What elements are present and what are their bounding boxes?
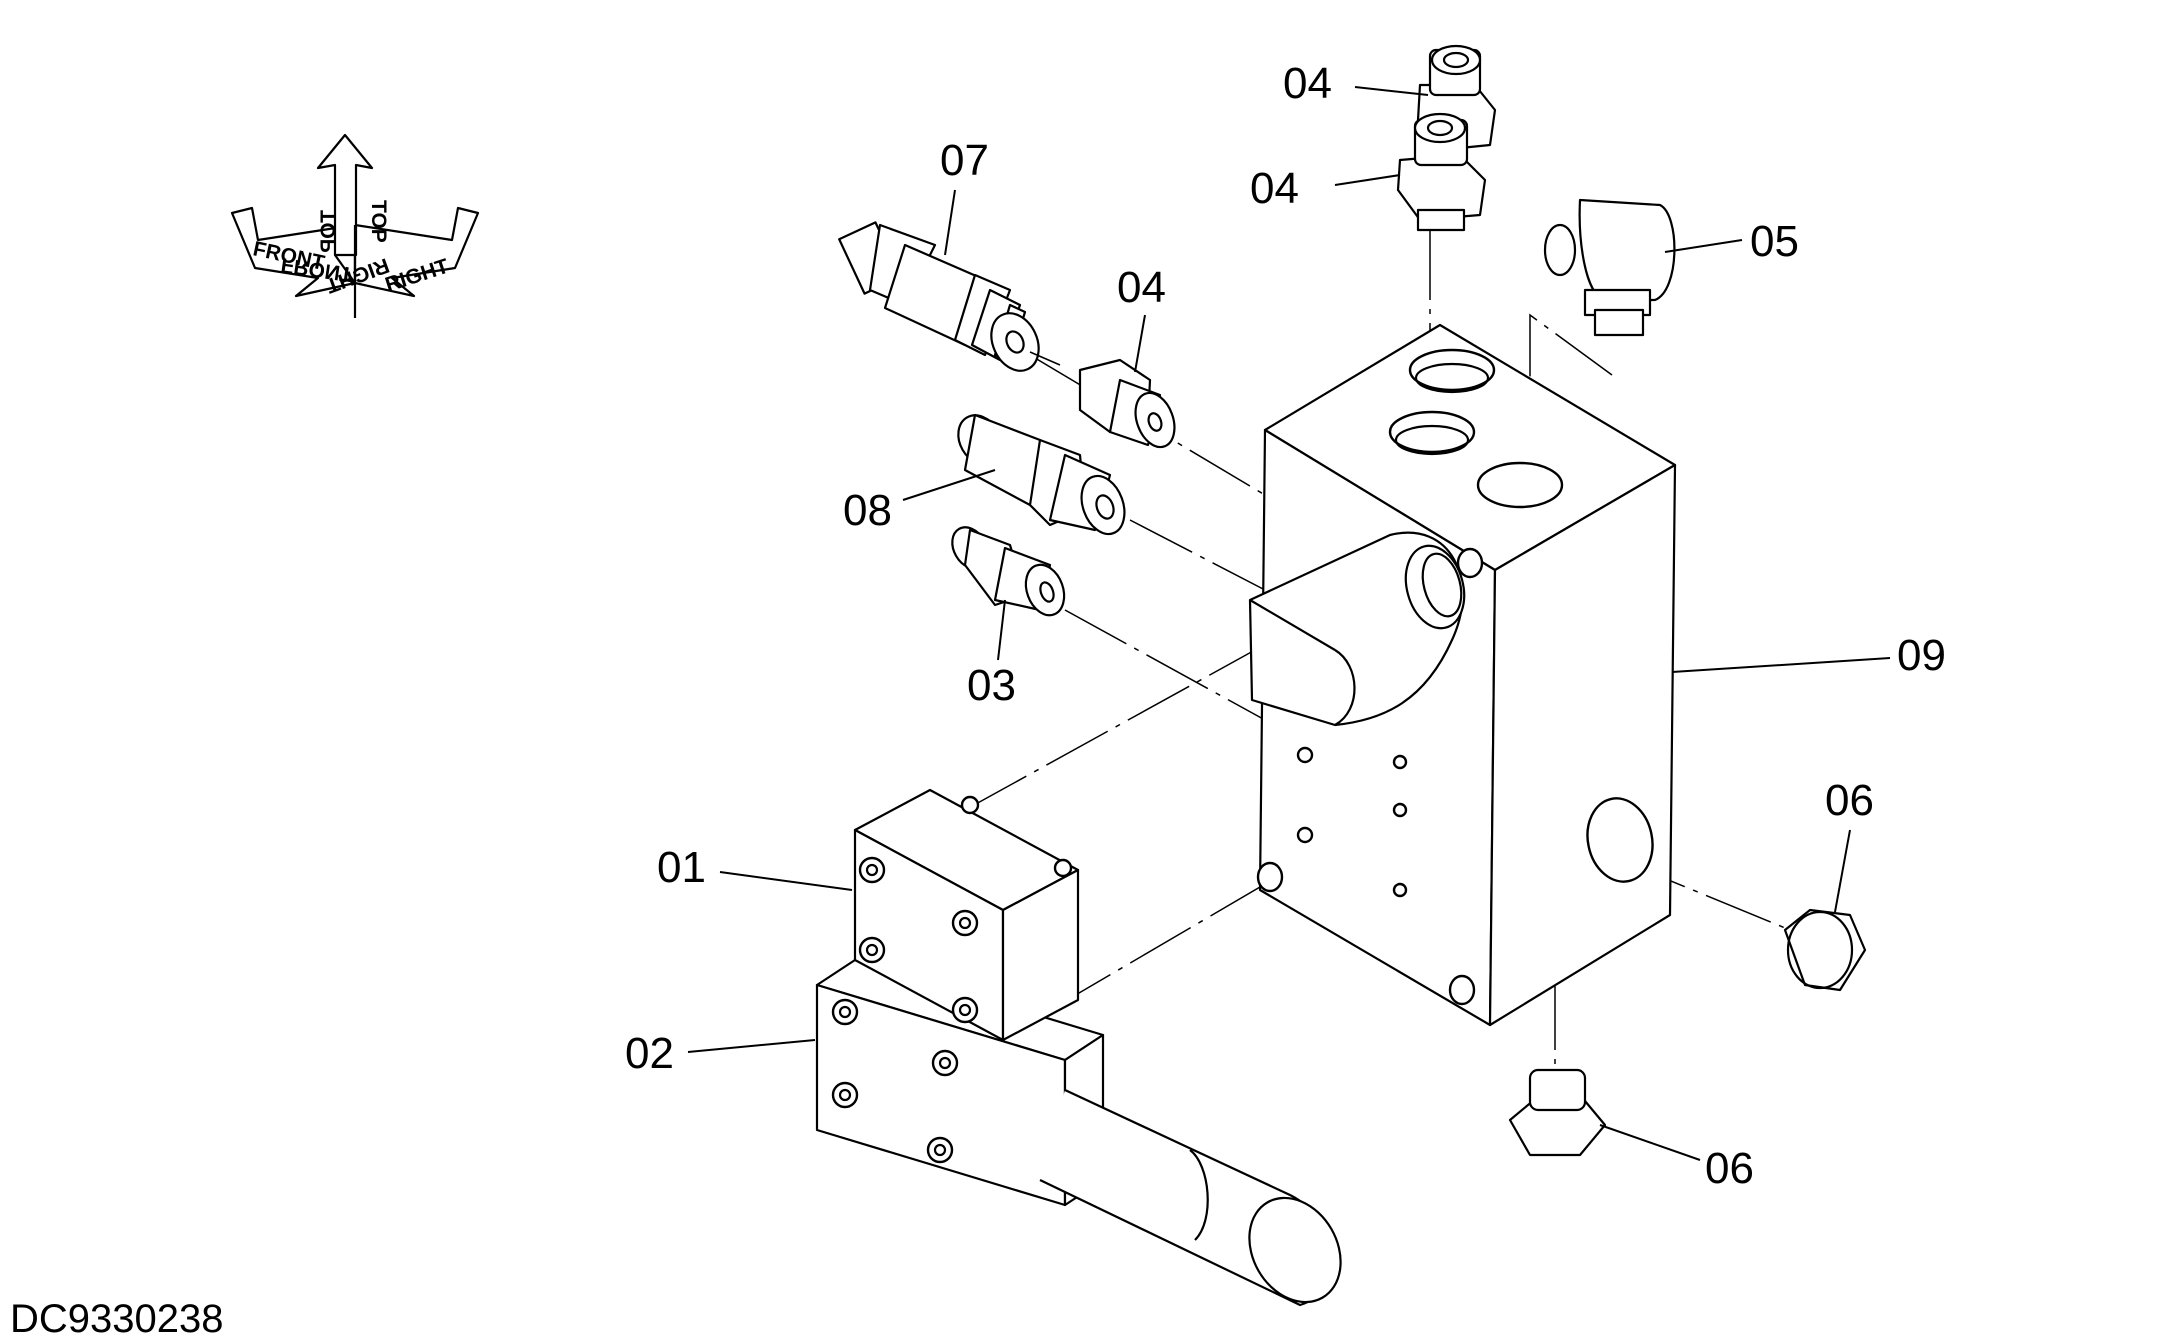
callout-08: 08 [843,486,892,535]
drawing-code: DC9330238 [10,1297,224,1340]
fitting-03 [951,526,1066,617]
fitting-04-top-lower [1396,112,1487,232]
top-label-mirrored: TOP [317,210,340,253]
callout-06-bottom: 06 [1705,1144,1754,1193]
plug-06-right [1783,908,1867,992]
top-label: TOP [367,200,390,243]
elbow-fitting-05 [1543,198,1676,337]
callout-02: 02 [625,1029,674,1078]
lever-block-02 [815,958,1342,1307]
callout-04-middle: 04 [1117,263,1166,312]
callout-07: 07 [940,136,989,185]
callout-06-right: 06 [1825,776,1874,825]
plug-06-bottom [1508,1068,1607,1157]
callout-04-top: 04 [1283,59,1332,108]
callout-05: 05 [1750,217,1799,266]
cover-block-01 [853,788,1080,1042]
orientation-indicator: FRONT FRONT TOP TOP RIGHT RIGHT [230,133,480,318]
callout-04-upper: 04 [1250,164,1299,213]
callout-labels: 04 04 05 07 04 08 03 09 06 01 02 06 [625,59,1946,1193]
fitting-04-middle [1078,358,1176,449]
callout-09: 09 [1897,631,1946,680]
valve-block-09 [1248,323,1677,1027]
adapter-08 [957,413,1126,536]
callout-03: 03 [967,661,1016,710]
leader-lines [687,86,1891,1161]
pressure-sensor-07 [838,221,1061,372]
callout-01: 01 [657,843,706,892]
